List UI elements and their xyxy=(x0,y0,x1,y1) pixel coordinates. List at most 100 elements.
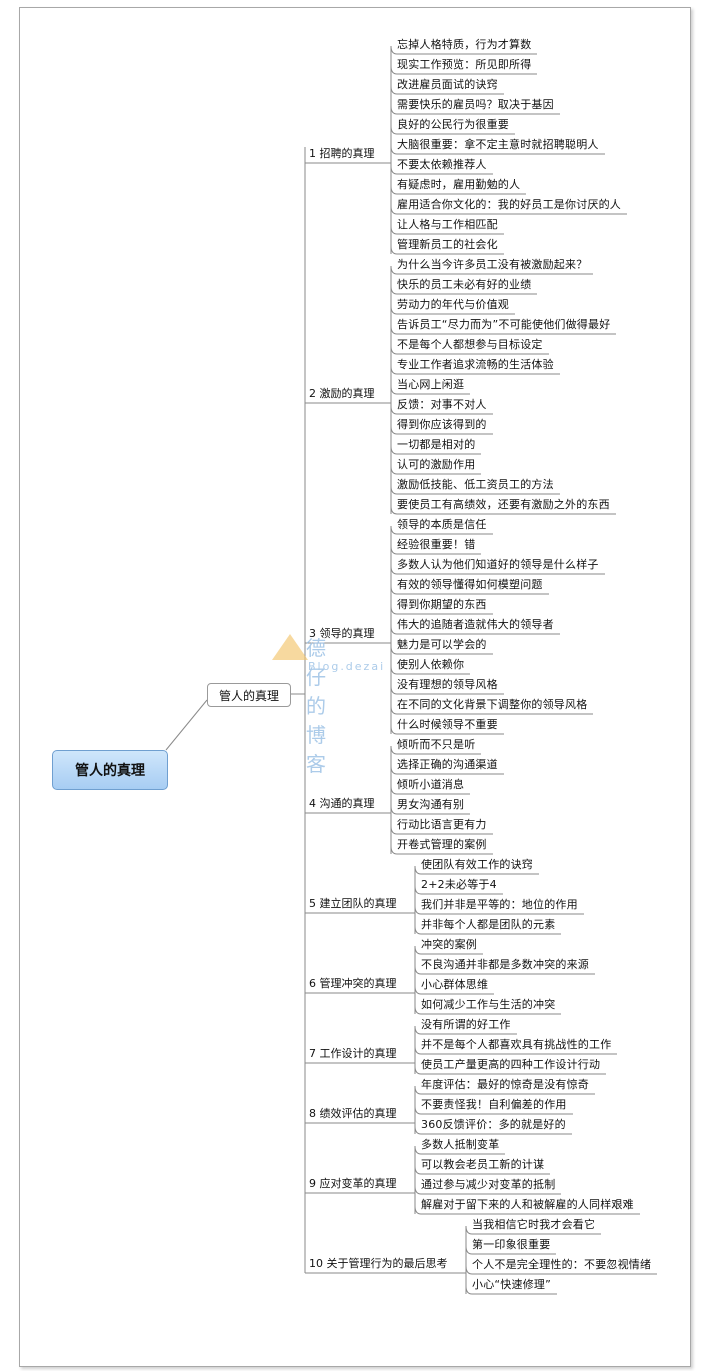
leaf-item[interactable]: 大脑很重要：拿不定主意时就招聘聪明人 xyxy=(397,138,599,151)
branch-label[interactable]: 6 管理冲突的真理 xyxy=(309,977,397,990)
leaf-item[interactable]: 不要责怪我！自利偏差的作用 xyxy=(421,1098,567,1111)
leaf-item[interactable]: 为什么当今许多员工没有被激励起来？ xyxy=(397,258,588,271)
leaf-item[interactable]: 不良沟通并非都是多数冲突的来源 xyxy=(421,958,589,971)
leaf-item[interactable]: 有效的领导懂得如何模塑问题 xyxy=(397,578,543,591)
leaf-item[interactable]: 第一印象很重要 xyxy=(472,1238,551,1251)
leaf-connector xyxy=(414,865,422,875)
leaf-connector xyxy=(390,465,398,475)
leaf-item[interactable]: 2+2未必等于4 xyxy=(421,878,497,891)
leaf-item[interactable]: 告诉员工“尽力而为”不可能使他们做得最好 xyxy=(397,318,611,331)
leaf-item[interactable]: 魅力是可以学会的 xyxy=(397,638,487,651)
leaf-item[interactable]: 专业工作者追求流畅的生活体验 xyxy=(397,358,554,371)
leaf-connector xyxy=(390,825,398,835)
leaf-item[interactable]: 管理新员工的社会化 xyxy=(397,238,498,251)
leaf-connector xyxy=(390,45,398,55)
leaf-item[interactable]: 激励低技能、低工资员工的方法 xyxy=(397,478,554,491)
leaf-item[interactable]: 一切都是相对的 xyxy=(397,438,476,451)
branch-label[interactable]: 4 沟通的真理 xyxy=(309,797,375,810)
leaf-connector xyxy=(414,1145,422,1155)
leaf-item[interactable]: 选择正确的沟通渠道 xyxy=(397,758,498,771)
leaf-connector xyxy=(390,545,398,555)
branch-label[interactable]: 3 领导的真理 xyxy=(309,627,375,640)
leaf-item[interactable]: 使别人依赖你 xyxy=(397,658,465,671)
leaf-connector xyxy=(390,405,398,415)
leaf-item[interactable]: 领导的本质是信任 xyxy=(397,518,487,531)
leaf-item[interactable]: 让人格与工作相匹配 xyxy=(397,218,498,231)
leaf-item[interactable]: 什么时候领导不重要 xyxy=(397,718,498,731)
root-to-center xyxy=(165,699,208,751)
leaf-connector xyxy=(414,1025,422,1035)
leaf-item[interactable]: 在不同的文化背景下调整你的领导风格 xyxy=(397,698,588,711)
branch-label[interactable]: 10 关于管理行为的最后思考 xyxy=(309,1257,448,1270)
root-node[interactable]: 管人的真理 xyxy=(52,750,168,790)
leaf-item[interactable]: 并非每个人都是团队的元素 xyxy=(421,918,556,931)
leaf-connector xyxy=(390,185,398,195)
leaf-item[interactable]: 现实工作预览：所见即所得 xyxy=(397,58,532,71)
branch-label[interactable]: 8 绩效评估的真理 xyxy=(309,1107,397,1120)
leaf-item[interactable]: 倾听小道消息 xyxy=(397,778,465,791)
leaf-connector xyxy=(390,765,398,775)
leaf-item[interactable]: 改进雇员面试的诀窍 xyxy=(397,78,498,91)
leaf-item[interactable]: 反馈：对事不对人 xyxy=(397,398,487,411)
leaf-item[interactable]: 得到你应该得到的 xyxy=(397,418,487,431)
leaf-connector xyxy=(465,1285,473,1295)
leaf-connector xyxy=(390,785,398,795)
branch-label[interactable]: 5 建立团队的真理 xyxy=(309,897,397,910)
leaf-item[interactable]: 小心“快速修理” xyxy=(472,1278,551,1291)
leaf-item[interactable]: 使团队有效工作的诀窍 xyxy=(421,858,533,871)
branch-label[interactable]: 2 激励的真理 xyxy=(309,387,375,400)
leaf-connector xyxy=(390,445,398,455)
center-node[interactable]: 管人的真理 xyxy=(207,683,291,707)
leaf-item[interactable]: 雇用适合你文化的：我的好员工是你讨厌的人 xyxy=(397,198,621,211)
leaf-connector xyxy=(390,205,398,215)
leaf-item[interactable]: 360反馈评价：多的就是好的 xyxy=(421,1118,566,1131)
leaf-connector xyxy=(390,585,398,595)
leaf-item[interactable]: 认可的激励作用 xyxy=(397,458,476,471)
leaf-item[interactable]: 冲突的案例 xyxy=(421,938,477,951)
leaf-connector xyxy=(390,145,398,155)
leaf-item[interactable]: 有疑虑时，雇用勤勉的人 xyxy=(397,178,521,191)
leaf-item[interactable]: 不是每个人都想参与目标设定 xyxy=(397,338,543,351)
leaf-item[interactable]: 良好的公民行为很重要 xyxy=(397,118,509,131)
leaf-connector xyxy=(390,105,398,115)
leaf-item[interactable]: 多数人抵制变革 xyxy=(421,1138,500,1151)
leaf-item[interactable]: 年度评估：最好的惊奇是没有惊奇 xyxy=(421,1078,589,1091)
leaf-connector xyxy=(390,285,398,295)
leaf-item[interactable]: 通过参与减少对变革的抵制 xyxy=(421,1178,556,1191)
leaf-item[interactable]: 使员工产量更高的四种工作设计行动 xyxy=(421,1058,601,1071)
leaf-item[interactable]: 需要快乐的雇员吗？取决于基因 xyxy=(397,98,554,111)
leaf-item[interactable]: 当心网上闲逛 xyxy=(397,378,465,391)
leaf-item[interactable]: 当我相信它时我才会看它 xyxy=(472,1218,596,1231)
leaf-item[interactable]: 可以教会老员工新的计谋 xyxy=(421,1158,545,1171)
leaf-item[interactable]: 忘掉人格特质，行为才算数 xyxy=(397,38,532,51)
leaf-item[interactable]: 经验很重要！错 xyxy=(397,538,476,551)
leaf-item[interactable]: 我们并非是平等的：地位的作用 xyxy=(421,898,578,911)
branch-label[interactable]: 9 应对变革的真理 xyxy=(309,1177,397,1190)
leaf-item[interactable]: 不要太依赖推荐人 xyxy=(397,158,487,171)
leaf-connector xyxy=(414,985,422,995)
leaf-item[interactable]: 并不是每个人都喜欢具有挑战性的工作 xyxy=(421,1038,612,1051)
branch-label[interactable]: 1 招聘的真理 xyxy=(309,147,375,160)
leaf-item[interactable]: 得到你期望的东西 xyxy=(397,598,487,611)
leaf-item[interactable]: 没有所谓的好工作 xyxy=(421,1018,511,1031)
branch-label[interactable]: 7 工作设计的真理 xyxy=(309,1047,397,1060)
leaf-item[interactable]: 伟大的追随者造就伟大的领导者 xyxy=(397,618,554,631)
leaf-connector xyxy=(390,525,398,535)
leaf-item[interactable]: 个人不是完全理性的：不要忽视情绪 xyxy=(472,1258,652,1271)
leaf-item[interactable]: 男女沟通有别 xyxy=(397,798,465,811)
leaf-item[interactable]: 解雇对于留下来的人和被解雇的人同样艰难 xyxy=(421,1198,634,1211)
leaf-item[interactable]: 小心群体思维 xyxy=(421,978,489,991)
leaf-item[interactable]: 没有理想的领导风格 xyxy=(397,678,498,691)
leaf-connector xyxy=(390,265,398,275)
leaf-item[interactable]: 劳动力的年代与价值观 xyxy=(397,298,509,311)
leaf-item[interactable]: 如何减少工作与生活的冲突 xyxy=(421,998,556,1011)
leaf-connector xyxy=(414,1185,422,1195)
leaf-connector xyxy=(414,965,422,975)
leaf-item[interactable]: 快乐的员工未必有好的业绩 xyxy=(397,278,532,291)
leaf-item[interactable]: 多数人认为他们知道好的领导是什么样子 xyxy=(397,558,599,571)
leaf-item[interactable]: 行动比语言更有力 xyxy=(397,818,487,831)
leaf-connector xyxy=(414,905,422,915)
leaf-item[interactable]: 开卷式管理的案例 xyxy=(397,838,487,851)
leaf-item[interactable]: 要使员工有高绩效，还要有激励之外的东西 xyxy=(397,498,610,511)
leaf-item[interactable]: 倾听而不只是听 xyxy=(397,738,476,751)
